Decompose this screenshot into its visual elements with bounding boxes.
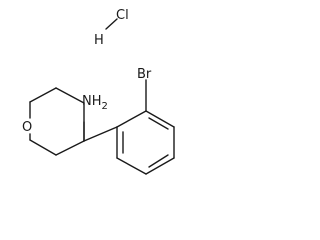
bond-c6-c5 bbox=[29, 139, 57, 156]
bond-h-cl bbox=[105, 18, 118, 30]
bond-c5-c4 bbox=[55, 140, 85, 156]
atom-o: O bbox=[22, 120, 32, 135]
bond-ar1-ar2 bbox=[116, 110, 147, 128]
molecule-drawing: Cl H O NH2 Br bbox=[22, 8, 175, 175]
bond-c3-c2 bbox=[29, 87, 57, 103]
atom-nh2: NH2 bbox=[82, 94, 108, 112]
bond-ar4-ar5 bbox=[145, 157, 175, 175]
bond-ar2-ar3-double bbox=[148, 117, 169, 130]
bond-c4-aryl bbox=[83, 126, 118, 142]
atom-cl: Cl bbox=[116, 8, 129, 23]
structure-diagram: Cl H O NH2 Br bbox=[0, 0, 194, 191]
bond-c4-c3 bbox=[55, 87, 85, 104]
atom-br: Br bbox=[137, 67, 152, 82]
bond-ar5-ar6 bbox=[116, 157, 147, 175]
atom-h: H bbox=[94, 33, 104, 48]
bond-ar4-ar5-double bbox=[148, 154, 169, 168]
bond-ar2-ar3 bbox=[145, 110, 175, 128]
